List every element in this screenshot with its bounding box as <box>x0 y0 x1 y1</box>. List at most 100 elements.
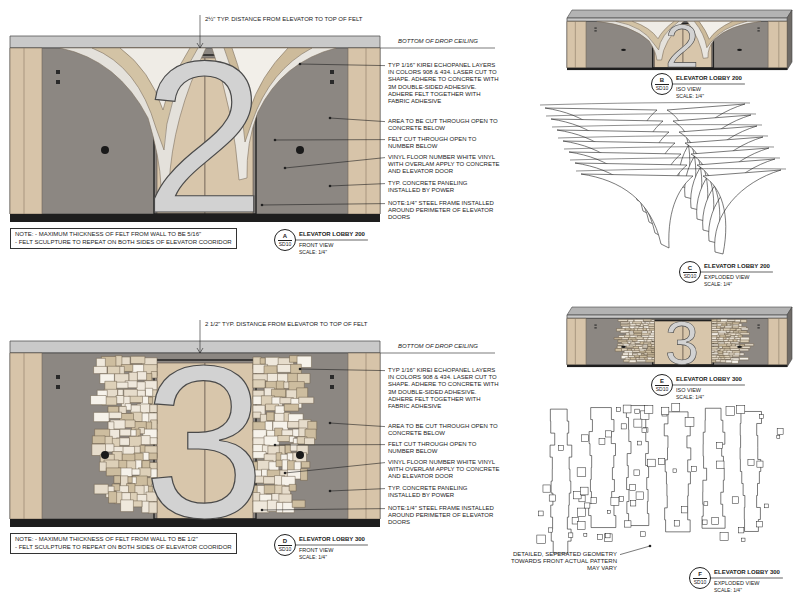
call-button <box>757 327 759 328</box>
panel-joint <box>24 353 25 519</box>
exploded-felt-square <box>642 428 647 433</box>
wall-light <box>296 451 304 459</box>
call-button <box>56 385 60 389</box>
panel-joint <box>24 48 25 214</box>
dimension-note: 2½" TYP. DISTANCE FROM ELEVATOR TO TOP O… <box>205 16 363 23</box>
exploded-felt-square <box>648 459 656 467</box>
exploded-felt-square <box>641 532 645 536</box>
leader-line <box>330 184 385 186</box>
call-button <box>757 28 759 29</box>
callout-note: FELT CUT THROUGH OPEN TO NUMBER BELOW <box>388 441 500 455</box>
exploded-felt-square <box>604 534 612 542</box>
felt-block <box>741 328 748 330</box>
exploded-felt-square <box>538 511 543 516</box>
view-title: ELEVATOR LOBBY 300 <box>714 569 780 576</box>
felt-block <box>118 389 124 396</box>
view-tag-circle: CSD10 <box>679 261 701 283</box>
felt-block <box>647 355 654 357</box>
leader-line <box>262 509 385 510</box>
panel-joint <box>366 353 367 519</box>
dimension-note: 2 1/2" TYP. DISTANCE FROM ELEVATOR TO TO… <box>205 321 368 328</box>
felt-block <box>292 500 305 507</box>
felt-block <box>625 328 631 330</box>
felt-block <box>299 397 314 403</box>
callout-note: AREA TO BE CUT THROUGH OPEN TO CONCRETE … <box>388 423 500 437</box>
exploded-felt-square <box>608 511 611 514</box>
iso-side-face <box>787 307 792 367</box>
exploded-felt-square <box>703 520 707 524</box>
felt-block <box>131 356 145 363</box>
felt-block <box>94 366 107 373</box>
leader-dot <box>299 368 302 371</box>
exploded-felt-square <box>760 415 764 419</box>
panel-joint <box>366 48 367 214</box>
sheet-number: SD10 <box>655 84 670 91</box>
exploded-felt-square <box>636 492 643 499</box>
view-letter: A <box>283 233 287 240</box>
exploded-felt-square <box>673 469 676 472</box>
leader-dot <box>329 422 332 425</box>
exploded-block-strip <box>664 412 691 532</box>
wood-panel <box>10 48 42 214</box>
view-scale: SCALE: 1/4" <box>676 93 704 99</box>
leader-dot <box>274 444 277 447</box>
leader-dot <box>299 63 302 66</box>
felt-block <box>645 360 654 362</box>
felt-block <box>108 412 122 418</box>
view-name: FRONT VIEW <box>299 242 333 249</box>
exploded-felt-square <box>548 528 552 532</box>
felt-block <box>651 351 654 353</box>
sheet-number: SD10 <box>278 240 293 247</box>
wall-light <box>101 146 109 154</box>
ceiling-line <box>380 48 495 49</box>
view-title-line <box>711 578 783 579</box>
view-title-line <box>296 545 368 546</box>
exploded-felt-square <box>661 407 668 414</box>
callout-note: TYP 1/16" KIREI ECHOPANEL LAYERS IN COLO… <box>388 62 500 105</box>
view-letter: E <box>660 378 664 385</box>
view-scale: SCALE: 1/4" <box>714 587 742 593</box>
wall-light <box>296 146 304 154</box>
exploded-felt-square <box>577 508 585 516</box>
wood-panel <box>348 48 380 214</box>
felt-block <box>129 396 143 402</box>
felt-block <box>626 346 633 348</box>
felt-block <box>731 342 739 344</box>
view-name: ISO VIEW <box>676 86 701 93</box>
exploded-felt-square <box>717 442 723 448</box>
felt-block <box>264 436 279 446</box>
leader-dot <box>274 139 277 142</box>
call-button <box>330 70 334 74</box>
felt-block <box>742 346 750 348</box>
exploded-block-strip <box>702 408 725 528</box>
exploded-felt-square <box>625 521 631 527</box>
iso-side-face <box>787 10 792 70</box>
felt-block <box>291 364 302 374</box>
exploded-felt-square <box>692 466 697 471</box>
sheet-number: SD10 <box>693 578 708 585</box>
wood-panel <box>567 21 586 67</box>
view-name: EXPLODED VIEW <box>714 580 760 587</box>
view-scale: SCALE: 1/4" <box>676 394 704 400</box>
view-scale: SCALE: 1/4" <box>704 281 732 287</box>
call-button <box>56 375 60 379</box>
felt-block <box>277 365 292 373</box>
exploded-felt-square <box>606 533 611 538</box>
wood-panel <box>768 318 787 364</box>
exploded-felt-square <box>611 497 619 505</box>
exploded-felt-edge <box>564 147 774 149</box>
felt-block <box>745 344 754 346</box>
felt-block <box>92 436 105 444</box>
exploded-felt-square <box>591 498 597 504</box>
view-name: FRONT VIEW <box>299 547 333 554</box>
view-title-line <box>296 240 368 241</box>
exploded-felt-edge <box>546 114 756 116</box>
exploded-felt-square <box>672 404 680 412</box>
exploded-felt-square <box>584 534 587 537</box>
view-letter: D <box>283 538 287 545</box>
view-name: EXPLODED VIEW <box>704 274 750 281</box>
exploded-block-strip <box>740 411 761 531</box>
view-letter: F <box>698 571 702 578</box>
